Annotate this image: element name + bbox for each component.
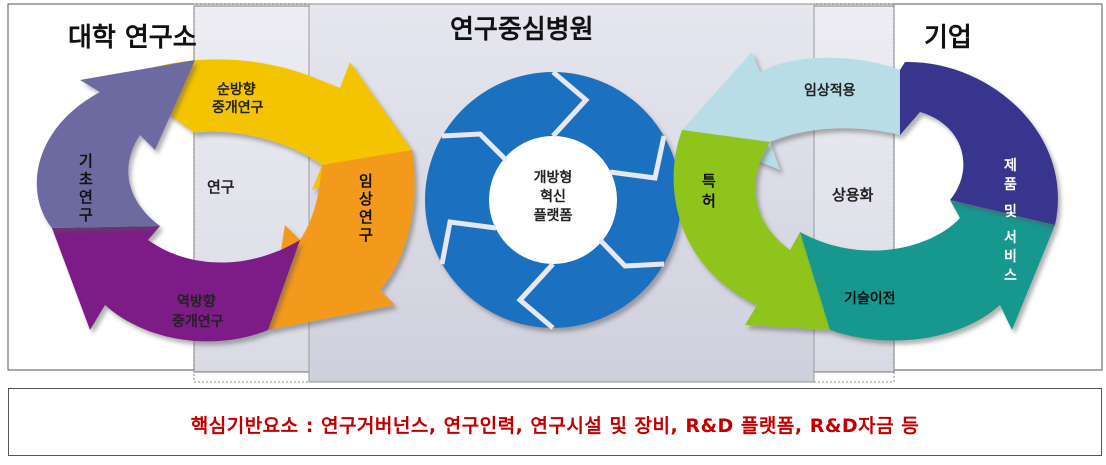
patent-char-2: 허 (702, 192, 716, 210)
commercial-label: 상용화 (832, 186, 874, 204)
product-char-3: 및 (1004, 203, 1017, 220)
product-char-1: 제 (1004, 158, 1017, 174)
core-elements-text: 핵심기반요소 : 연구거버넌스, 연구인력, 연구시설 및 장비, R&D 플랫… (190, 415, 920, 437)
clinical-char-1: 임 (359, 172, 373, 190)
product-service-label: 제 품 및 서 비 스 (1004, 158, 1017, 284)
reverse-label-1: 역방향 (177, 293, 216, 310)
footer-box: 핵심기반요소 : 연구거버넌스, 연구인력, 연구시설 및 장비, R&D 플랫… (8, 388, 1102, 456)
product-service-arrow (900, 61, 1058, 225)
clinical-char-4: 구 (359, 226, 373, 244)
reverse-translation-arrow (52, 226, 300, 342)
product-char-4: 서 (1004, 230, 1017, 246)
clinical-char-3: 연 (359, 208, 373, 226)
product-char-2: 품 (1004, 177, 1017, 193)
basic-char-3: 연 (79, 188, 93, 206)
basic-research-arrow (36, 60, 195, 228)
clinical-apply-label: 임상적용 (804, 82, 856, 99)
product-char-6: 스 (1004, 268, 1017, 284)
clinical-research-arrow (268, 150, 415, 330)
forward-label-1: 순방향 (217, 81, 256, 98)
platform-label-3: 플랫폼 (534, 207, 573, 224)
university-header: 대학 연구소 (68, 23, 197, 53)
basic-char-2: 초 (79, 170, 93, 188)
technology-transfer-arrow (800, 200, 1055, 341)
basic-char-4: 구 (79, 206, 93, 224)
patent-arrow (673, 130, 830, 330)
forward-translation-arrow (120, 59, 412, 190)
forward-label-2: 중개연구 (212, 100, 264, 116)
patent-char-1: 특 (702, 172, 716, 190)
company-header: 기업 (924, 23, 972, 53)
basic-research-label: 기 초 연 구 (79, 152, 93, 224)
clinical-research-label: 임 상 연 구 (359, 172, 373, 244)
open-innovation-arrow-cuts (439, 70, 667, 330)
platform-label-1: 개방형 (534, 169, 573, 186)
open-innovation-cycle (425, 72, 681, 328)
clinical-char-2: 상 (359, 190, 373, 208)
research-label: 연구 (207, 178, 235, 196)
product-char-5: 비 (1004, 249, 1017, 265)
hospital-header: 연구중심병원 (450, 15, 594, 45)
patent-label: 특 허 (702, 172, 716, 210)
reverse-label-2: 중개연구 (172, 314, 224, 330)
transfer-label: 기술이전 (844, 290, 896, 307)
hospital-panel-dotted (193, 3, 895, 383)
platform-label-2: 혁신 (540, 188, 566, 205)
basic-char-1: 기 (79, 152, 93, 170)
